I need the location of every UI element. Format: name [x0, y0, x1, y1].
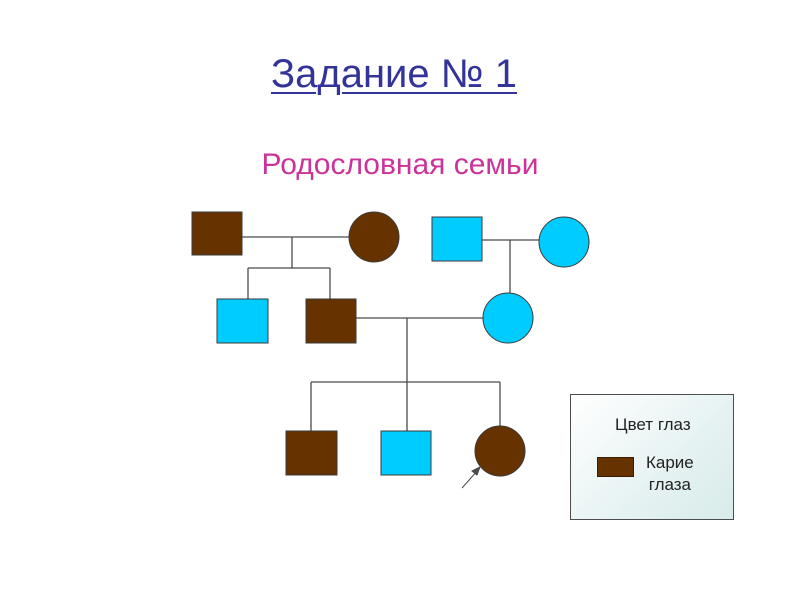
grandfather-paternal-square — [191, 211, 243, 256]
uncle-square — [216, 298, 269, 344]
proband-daughter-circle — [474, 425, 526, 477]
connector-lines — [242, 236, 540, 431]
proband-arrow-head — [471, 465, 481, 476]
legend-title: Цвет глаз — [615, 415, 691, 434]
grandmother-paternal-circle — [348, 211, 400, 263]
son-2-square — [380, 430, 432, 476]
legend-brown-swatch — [597, 457, 634, 477]
page-title: Задание № 1 — [270, 52, 518, 96]
legend-label: Карие глаза — [646, 452, 694, 496]
proband-arrow — [461, 465, 481, 489]
mother-circle — [482, 292, 534, 344]
son-1-square — [285, 430, 338, 476]
legend-box: Цвет глаз Карие глаза — [570, 394, 734, 520]
pedigree-subtitle: Родословная семьи — [261, 148, 539, 181]
grandmother-maternal-circle — [538, 216, 590, 268]
father-square — [305, 298, 357, 344]
legend-label-line2: глаза — [648, 475, 692, 494]
grandfather-maternal-square — [431, 216, 483, 262]
legend-label-line1: Карие — [646, 453, 694, 472]
individuals — [191, 211, 590, 477]
